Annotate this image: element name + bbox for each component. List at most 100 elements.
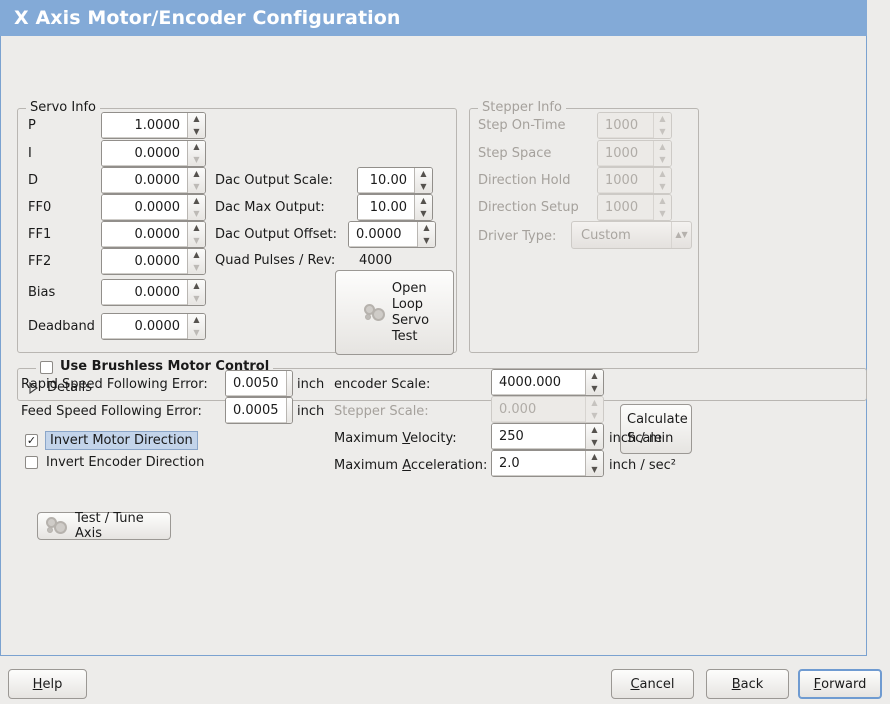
spinner-p-buttons[interactable] <box>187 113 205 138</box>
spinner-deadband[interactable]: 0.0000 <box>101 313 206 340</box>
spinner-encoder-scale-value[interactable]: 4000.000 <box>492 370 585 395</box>
spinner-rapid-speed-following-error-buttons[interactable] <box>285 371 293 397</box>
spinner-maximum-acceleration-decrement[interactable] <box>586 464 603 477</box>
spinner-encoder-scale-decrement[interactable] <box>586 383 603 396</box>
spinner-maximum-acceleration-value[interactable]: 2.0 <box>492 451 585 476</box>
label-ff1: FF1 <box>28 227 52 242</box>
spinner-maximum-acceleration-increment[interactable] <box>586 451 603 464</box>
spinner-i-value[interactable]: 0.0000 <box>102 141 187 166</box>
details-disclosure[interactable]: Details <box>29 380 92 395</box>
spinner-encoder-scale-buttons[interactable] <box>585 370 603 395</box>
spinner-ff1-increment[interactable] <box>188 222 205 235</box>
spinner-maximum-acceleration[interactable]: 2.0 <box>491 450 604 477</box>
spinner-ff2[interactable]: 0.0000 <box>101 248 206 275</box>
spinner-p-decrement[interactable] <box>188 126 205 139</box>
spinner-ff1[interactable]: 0.0000 <box>101 221 206 248</box>
spinner-p-increment[interactable] <box>188 113 205 126</box>
open-loop-servo-test-button[interactable]: Open Loop Servo Test <box>335 270 454 355</box>
spinner-i[interactable]: 0.0000 <box>101 140 206 167</box>
invert-motor-direction-checkbox[interactable]: ✓ <box>25 434 38 447</box>
spinner-rapid-speed-following-error-increment[interactable] <box>287 371 293 384</box>
spinner-p-value[interactable]: 1.0000 <box>102 113 187 138</box>
spinner-rapid-speed-following-error-value[interactable]: 0.0050 <box>226 371 286 396</box>
spinner-ff2-buttons[interactable] <box>187 249 205 274</box>
spinner-dac-output-offset[interactable]: 0.0000 <box>348 221 436 248</box>
spinner-p[interactable]: 1.0000 <box>101 112 206 139</box>
open-loop-line-1: Open <box>391 280 427 296</box>
chevron-right-icon[interactable] <box>29 381 38 394</box>
invert-encoder-direction-row[interactable]: Invert Encoder Direction <box>25 455 204 470</box>
spinner-bias[interactable]: 0.0000 <box>101 279 206 306</box>
spinner-ff0-increment[interactable] <box>188 195 205 208</box>
spinner-bias-increment[interactable] <box>188 280 205 293</box>
spinner-deadband-increment[interactable] <box>188 314 205 327</box>
spinner-feed-speed-following-error-value[interactable]: 0.0005 <box>226 398 286 423</box>
spinner-ff2-value[interactable]: 0.0000 <box>102 249 187 274</box>
spinner-ff0-value[interactable]: 0.0000 <box>102 195 187 220</box>
spinner-i-buttons[interactable] <box>187 141 205 166</box>
spinner-ff0-decrement[interactable] <box>188 208 205 221</box>
label-maximum-acceleration-mnemonic: A <box>402 458 411 473</box>
invert-motor-direction-row[interactable]: ✓ Invert Motor Direction <box>25 431 198 450</box>
spinner-bias-buttons[interactable] <box>187 280 205 305</box>
spinner-ff0-buttons[interactable] <box>187 195 205 220</box>
spinner-dac-max-output-increment[interactable] <box>415 195 432 208</box>
spinner-dac-output-offset-value[interactable]: 0.0000 <box>349 222 417 247</box>
spinner-feed-speed-following-error-decrement[interactable] <box>287 411 293 424</box>
spinner-ff2-decrement[interactable] <box>188 262 205 275</box>
spinner-bias-value[interactable]: 0.0000 <box>102 280 187 305</box>
spinner-maximum-velocity-decrement[interactable] <box>586 437 603 450</box>
spinner-dac-output-offset-buttons[interactable] <box>417 222 435 247</box>
label-d: D <box>28 173 39 188</box>
spinner-dac-output-offset-increment[interactable] <box>418 222 435 235</box>
spinner-dac-output-scale-buttons[interactable] <box>414 168 432 193</box>
spinner-i-decrement[interactable] <box>188 154 205 167</box>
label-maximum-velocity-mnemonic: V <box>402 431 411 446</box>
spinner-ff1-decrement[interactable] <box>188 235 205 248</box>
spinner-d-decrement[interactable] <box>188 181 205 194</box>
spinner-d-value[interactable]: 0.0000 <box>102 168 187 193</box>
spinner-feed-speed-following-error[interactable]: 0.0005 <box>225 397 293 424</box>
spinner-dac-output-scale-increment[interactable] <box>415 168 432 181</box>
spinner-encoder-scale[interactable]: 4000.000 <box>491 369 604 396</box>
spinner-feed-speed-following-error-increment[interactable] <box>287 398 293 411</box>
test-tune-axis-button[interactable]: Test / Tune Axis <box>37 511 171 541</box>
spinner-maximum-velocity[interactable]: 250 <box>491 423 604 450</box>
spinner-deadband-decrement[interactable] <box>188 327 205 340</box>
spinner-d-buttons[interactable] <box>187 168 205 193</box>
spinner-dac-max-output-decrement[interactable] <box>415 208 432 221</box>
spinner-bias-decrement[interactable] <box>188 293 205 306</box>
spinner-d-increment[interactable] <box>188 168 205 181</box>
spinner-maximum-acceleration-buttons[interactable] <box>585 451 603 476</box>
spinner-rapid-speed-following-error-decrement[interactable] <box>287 384 293 397</box>
spinner-encoder-scale-increment[interactable] <box>586 370 603 383</box>
spinner-maximum-velocity-value[interactable]: 250 <box>492 424 585 449</box>
spinner-dac-max-output[interactable]: 10.00 <box>357 194 433 221</box>
spinner-i-increment[interactable] <box>188 141 205 154</box>
use-brushless-motor-control-checkbox[interactable] <box>40 360 53 374</box>
label-maximum-velocity-pre: Maximum <box>334 431 403 446</box>
spinner-ff2-increment[interactable] <box>188 249 205 262</box>
spinner-dac-output-offset-decrement[interactable] <box>418 235 435 248</box>
spinner-ff0[interactable]: 0.0000 <box>101 194 206 221</box>
calculate-scale-button[interactable]: Calculate Scale <box>620 404 692 454</box>
spinner-dac-output-scale-decrement[interactable] <box>415 181 432 194</box>
spinner-maximum-velocity-increment[interactable] <box>586 424 603 437</box>
spinner-ff1-buttons[interactable] <box>187 222 205 247</box>
spinner-deadband-value[interactable]: 0.0000 <box>102 314 187 339</box>
spinner-ff1-value[interactable]: 0.0000 <box>102 222 187 247</box>
spinner-feed-speed-following-error-buttons[interactable] <box>285 398 293 424</box>
invert-encoder-direction-checkbox[interactable] <box>25 456 38 469</box>
spinner-dac-max-output-buttons[interactable] <box>414 195 432 220</box>
spinner-rapid-speed-following-error[interactable]: 0.0050 <box>225 370 293 397</box>
spinner-maximum-velocity-buttons[interactable] <box>585 424 603 449</box>
spinner-d[interactable]: 0.0000 <box>101 167 206 194</box>
spinner-dac-output-scale[interactable]: 10.00 <box>357 167 433 194</box>
spinner-dac-output-scale-value[interactable]: 10.00 <box>358 168 414 193</box>
spinner-deadband-buttons[interactable] <box>187 314 205 339</box>
spinner-dac-max-output-value[interactable]: 10.00 <box>358 195 414 220</box>
